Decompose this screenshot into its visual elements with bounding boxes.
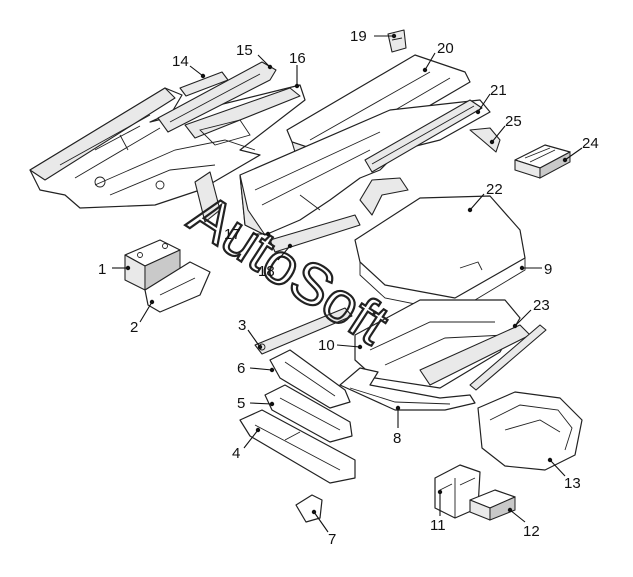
part-4-bracket <box>239 409 356 484</box>
part-21-side-rail <box>364 99 483 173</box>
part-10-trunk-tub <box>354 299 531 389</box>
callout-13: 13 <box>564 475 581 492</box>
callout-20: 20 <box>437 40 454 57</box>
part-25-curved-trim <box>359 127 501 216</box>
callout-15: 15 <box>236 42 253 59</box>
part-6-bracket <box>269 349 351 409</box>
callout-1: 1 <box>98 261 106 278</box>
callout-18: 18 <box>258 263 275 280</box>
part-16-front-floor-panel <box>29 84 306 209</box>
part-18-rear-bar <box>269 214 361 253</box>
callout-7: 7 <box>328 531 336 548</box>
callout-12: 12 <box>523 523 540 540</box>
callouts: 1 2 3 4 5 6 7 8 9 10 11 12 13 14 15 16 1 <box>98 28 599 548</box>
callout-5: 5 <box>237 395 245 412</box>
callout-8: 8 <box>393 430 401 447</box>
callout-2: 2 <box>130 319 138 336</box>
callout-11: 11 <box>430 517 446 534</box>
callout-10: 10 <box>318 337 335 354</box>
callout-23: 23 <box>533 297 550 314</box>
callout-3: 3 <box>238 317 246 334</box>
part-23-rod <box>469 324 547 391</box>
callout-17: 17 <box>224 226 241 243</box>
part-19-small-bracket <box>387 29 407 53</box>
callout-16: 16 <box>289 50 306 67</box>
part-7-clip <box>295 494 323 523</box>
callout-6: 6 <box>237 360 245 377</box>
part-8-frame-bracket <box>339 367 476 411</box>
part-1-battery <box>124 239 181 291</box>
callout-19: 19 <box>350 28 367 45</box>
part-5-bracket <box>264 384 353 443</box>
part-12-module <box>469 489 516 521</box>
part-2-battery-tray <box>144 261 211 313</box>
callout-4: 4 <box>232 445 240 462</box>
part-22-trunk-floor-board <box>354 195 526 299</box>
callout-25: 25 <box>505 113 522 130</box>
part-15-crossmember <box>157 61 277 133</box>
callout-9: 9 <box>544 261 552 278</box>
part-13-spare-wheel-well <box>477 391 583 471</box>
part-24-module-box <box>514 144 571 179</box>
callout-14: 14 <box>172 53 189 70</box>
callout-22: 22 <box>486 181 503 198</box>
callout-24: 24 <box>582 135 599 152</box>
callout-21: 21 <box>490 82 507 99</box>
